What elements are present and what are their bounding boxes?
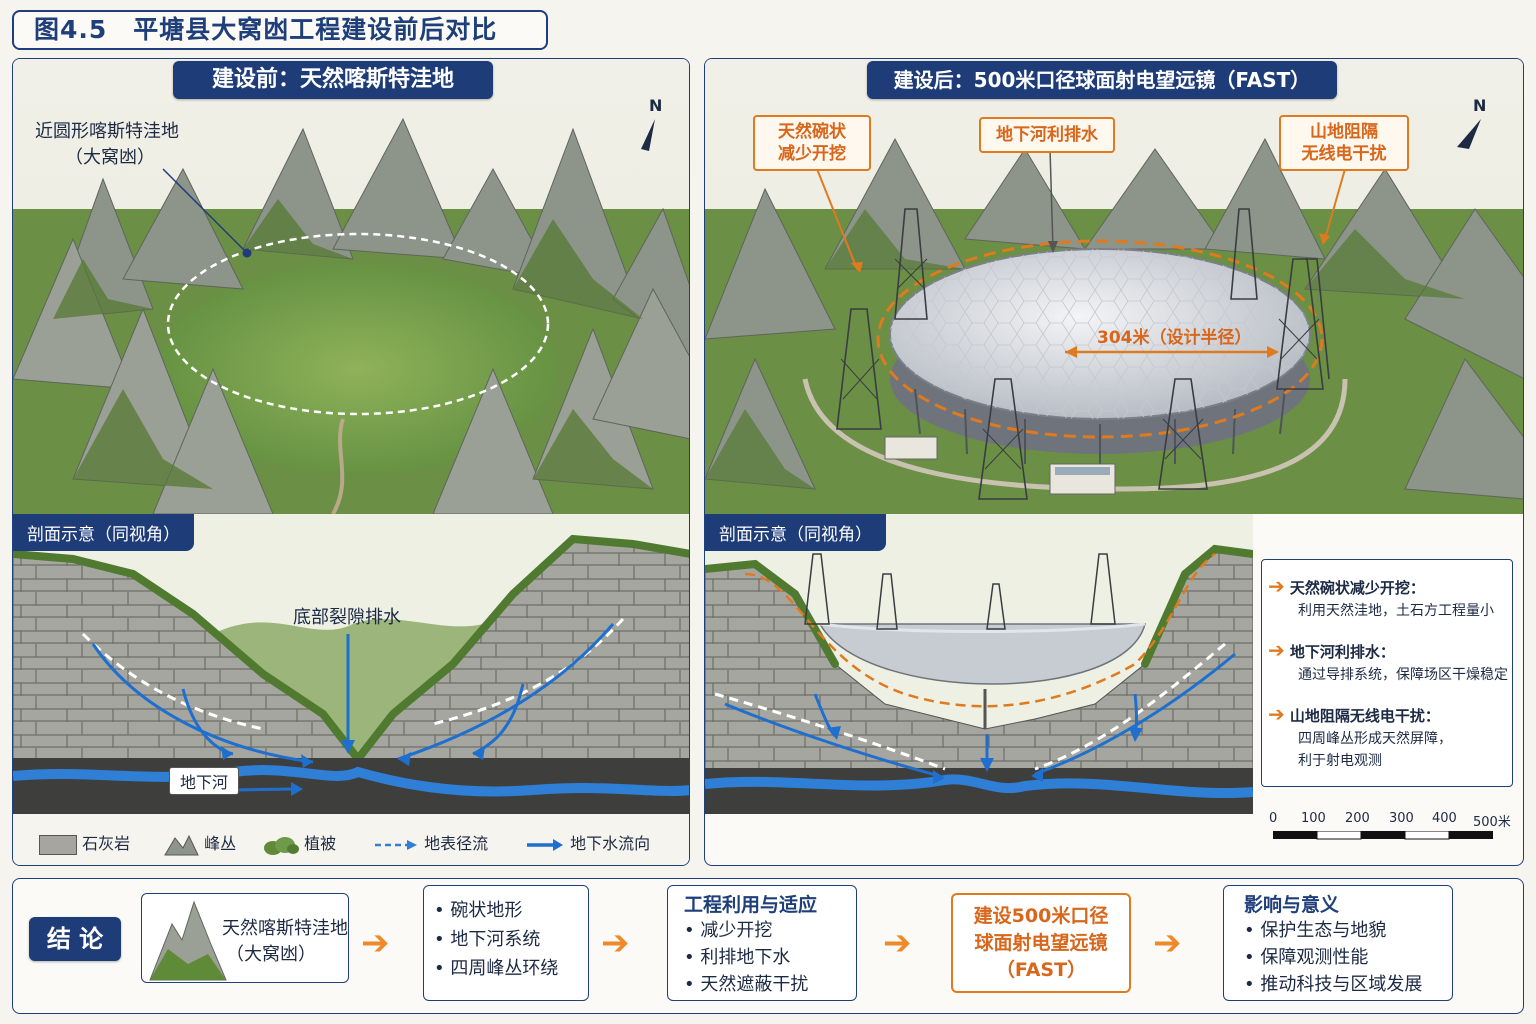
start-text-2: （大窝凼）: [226, 944, 316, 965]
legend-limestone: 石灰岩: [39, 830, 130, 855]
note-3-body-1: 四周峰丛形成天然屏障，: [1298, 731, 1452, 747]
legend-vegetation: 植被: [263, 830, 336, 856]
legend-runoff: 地表径流: [373, 830, 488, 854]
svg-text:N: N: [1473, 96, 1486, 115]
orange-arrow-icon: ➔: [1268, 638, 1285, 662]
after-section-tab: 剖面示意（同视角）: [705, 514, 886, 551]
orange-arrow-icon: ➔: [1268, 574, 1285, 598]
note-1: ➔ 天然碗状减少开挖：: [1268, 574, 1425, 598]
after-panel: N 建设后：500米口径球面射电望远镜（FAST） 天然碗状 减少开挖 地下河利…: [704, 58, 1524, 866]
svg-text:N: N: [649, 96, 662, 115]
before-panel: N 建设前：天然喀斯特洼地 近圆形喀斯特洼地 （大窝凼）: [12, 58, 690, 866]
callout-mountain: 山地阻隔 无线电干扰: [1279, 115, 1409, 171]
note-2: ➔ 地下河利排水：: [1268, 638, 1395, 662]
features-box: • 碗状地形 • 地下河系统 • 四周峰丛环绕: [423, 885, 589, 1001]
before-section-tab: 剖面示意（同视角）: [13, 514, 194, 551]
limestone-icon: [39, 834, 77, 855]
vegetation-icon: [264, 836, 299, 855]
orange-arrow-icon: ➔: [1268, 702, 1285, 726]
crack-drainage-label: 底部裂隙排水: [293, 607, 401, 628]
callout-river: 地下河利排水: [979, 117, 1115, 153]
before-section: [13, 514, 689, 814]
depression-label: 近圆形喀斯特洼地: [35, 121, 179, 142]
note-1-body: 利用天然洼地，土石方工程量小: [1298, 603, 1494, 619]
figure-title: 图4.5 平塘县大窝凼工程建设前后对比: [12, 10, 548, 50]
peak-cluster-icon: [164, 834, 199, 855]
groundwater-icon: [527, 838, 563, 851]
mountain-icon: [149, 900, 227, 981]
flow-arrow-icon: ➔: [601, 923, 630, 963]
start-text-1: 天然喀斯特洼地: [222, 918, 348, 939]
conclusion-badge: 结 论: [29, 917, 121, 961]
surface-runoff-icon: [375, 839, 417, 850]
radius-label: 304米（设计半径）: [1097, 328, 1252, 348]
flow-arrow-icon: ➔: [361, 923, 390, 963]
before-banner: 建设前：天然喀斯特洼地: [173, 61, 493, 99]
legend: 石灰岩 峰丛 植被 地表径流 地下水流向: [13, 814, 689, 865]
after-banner: 建设后：500米口径球面射电望远镜（FAST）: [867, 61, 1337, 99]
engineering-box: 工程利用与适应 • 减少开挖 • 利排地下水 • 天然遮蔽干扰: [667, 885, 857, 1001]
legend-peaks: 峰丛: [163, 830, 236, 856]
fast-box: 建设500米口径 球面射电望远镜 （FAST）: [951, 893, 1131, 993]
impact-box: 影响与意义 • 保护生态与地貌 • 保障观测性能 • 推动科技与区域发展: [1223, 885, 1453, 1001]
callout-bowl: 天然碗状 减少开挖: [753, 115, 871, 171]
notes-box: ➔ 天然碗状减少开挖： 利用天然洼地，土石方工程量小 ➔ 地下河利排水： 通过导…: [1261, 559, 1513, 787]
after-section: [705, 514, 1253, 814]
note-2-body: 通过导排系统，保障场区干燥稳定: [1298, 667, 1508, 683]
note-3: ➔ 山地阻隔无线电干扰：: [1268, 702, 1440, 726]
scale-bar: 0 100 200 300 400 500米: [1265, 807, 1515, 847]
depression-label-sub: （大窝凼）: [65, 147, 155, 168]
legend-groundwater: 地下水流向: [525, 830, 650, 854]
underground-river-label: 地下河: [169, 767, 240, 795]
flow-arrow-icon: ➔: [883, 923, 912, 963]
conclusion-panel: 结 论 天然喀斯特洼地 （大窝凼） ➔ • 碗状地形 • 地下河系统 • 四周峰…: [12, 878, 1524, 1014]
flow-arrow-icon: ➔: [1153, 923, 1182, 963]
scale-bar-graphic: [1273, 831, 1493, 840]
start-box: 天然喀斯特洼地 （大窝凼）: [141, 893, 349, 983]
before-landscape: N: [13, 59, 689, 514]
note-3-body-2: 利于射电观测: [1298, 753, 1382, 769]
